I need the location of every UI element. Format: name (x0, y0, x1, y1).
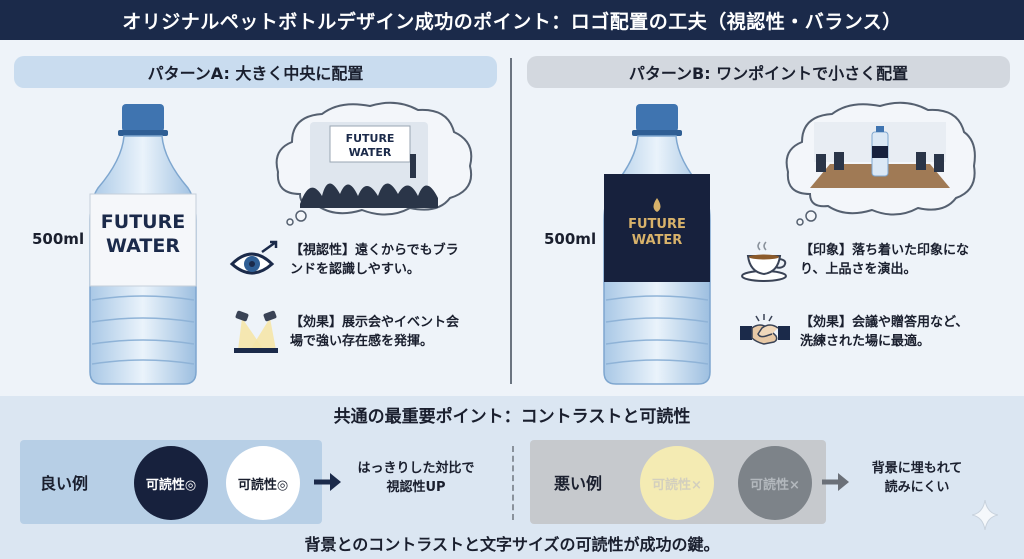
handshake-icon (740, 314, 790, 345)
thought-bubble-meeting (785, 101, 976, 226)
bad-example-label: 悪い例 (554, 474, 603, 493)
pattern-a-point2-line1: 【効果】展示会やイベント会 (290, 314, 460, 330)
bottle-a-volume: 500ml (32, 230, 85, 248)
bottle-b-volume: 500ml (544, 230, 597, 248)
good-arrow-icon (314, 473, 341, 491)
pattern-b-point2-line1: 【効果】会議や贈答用など、 (800, 314, 969, 330)
thought-bubble-exhibition: FUTURE WATER (275, 101, 473, 226)
bad-result: 背景に埋もれて 読みにくい (852, 460, 982, 498)
good-result-line1: はっきりした対比で (357, 461, 475, 476)
pattern-a-point1-line2: ンドを認識しやすい。 (290, 262, 420, 277)
example-divider (512, 446, 514, 520)
bad-result-line1: 背景に埋もれて (871, 461, 963, 476)
bottle-a-image: FUTURE WATER (89, 104, 197, 385)
bad-result-line2: 読みにくい (884, 479, 950, 495)
coffee-cup-icon (741, 241, 787, 282)
pattern-a-point-effect: 【効果】展示会やイベント会 場で強い存在感を発揮。 (228, 310, 459, 354)
pattern-b-point-impression: 【印象】落ち着いた印象にな り、上品さを演出。 (738, 238, 969, 282)
sparkle-icon (972, 500, 998, 530)
pattern-b-title: パターンB: ワンポイントで小さく配置 (527, 56, 1010, 88)
good-result: はっきりした対比で 視認性UP (348, 460, 484, 498)
pattern-a-point2-line2: 場で強い存在感を発揮。 (290, 334, 434, 349)
bad-circle-yellow: 可読性× (640, 446, 714, 520)
bubble-a-logo-line1: FUTURE (346, 132, 395, 145)
eye-icon (229, 240, 278, 275)
bottle-a-logo-line2: WATER (106, 235, 180, 257)
bottle-b-logo-line2: WATER (632, 233, 683, 248)
pattern-a-point-visibility: 【視認性】遠くからでもブラ ンドを認識しやすい。 (228, 238, 459, 282)
bad-arrow-icon (822, 473, 849, 491)
pattern-a-title: パターンA: 大きく中央に配置 (14, 56, 497, 88)
pattern-b-point-effect: 【効果】会議や贈答用など、 洗練された場に最適。 (738, 310, 968, 354)
pattern-b-point2-line2: 洗練された場に最適。 (800, 334, 931, 349)
page-title: オリジナルペットボトルデザイン成功のポイント：ロゴ配置の工夫（視認性・バランス） (0, 0, 1024, 40)
spotlight-icon (234, 310, 278, 353)
footer-caption: 背景とのコントラストと文字サイズの可読性が成功の鍵。 (304, 535, 720, 554)
pattern-b-point1-line2: り、上品さを演出。 (800, 262, 917, 277)
bottle-b-image: FUTURE WATER (603, 104, 711, 385)
good-circle-dark: 可読性◎ (134, 446, 208, 520)
bottle-b-logo-line1: FUTURE (628, 217, 686, 232)
pattern-b-point1-line1: 【印象】落ち着いた印象にな (800, 242, 970, 258)
bad-circle-gray: 可読性× (738, 446, 812, 520)
center-divider (510, 58, 512, 384)
good-circle-light: 可読性◎ (226, 446, 300, 520)
good-result-line2: 視認性UP (386, 479, 446, 495)
bottle-a-logo-line1: FUTURE (101, 211, 185, 233)
bubble-a-logo-line2: WATER (349, 146, 392, 159)
common-title: 共通の最重要ポイント：コントラストと可読性 (333, 407, 691, 427)
pattern-a-point1-line1: 【視認性】遠くからでもブラ (290, 242, 459, 258)
good-example-label: 良い例 (40, 474, 89, 493)
